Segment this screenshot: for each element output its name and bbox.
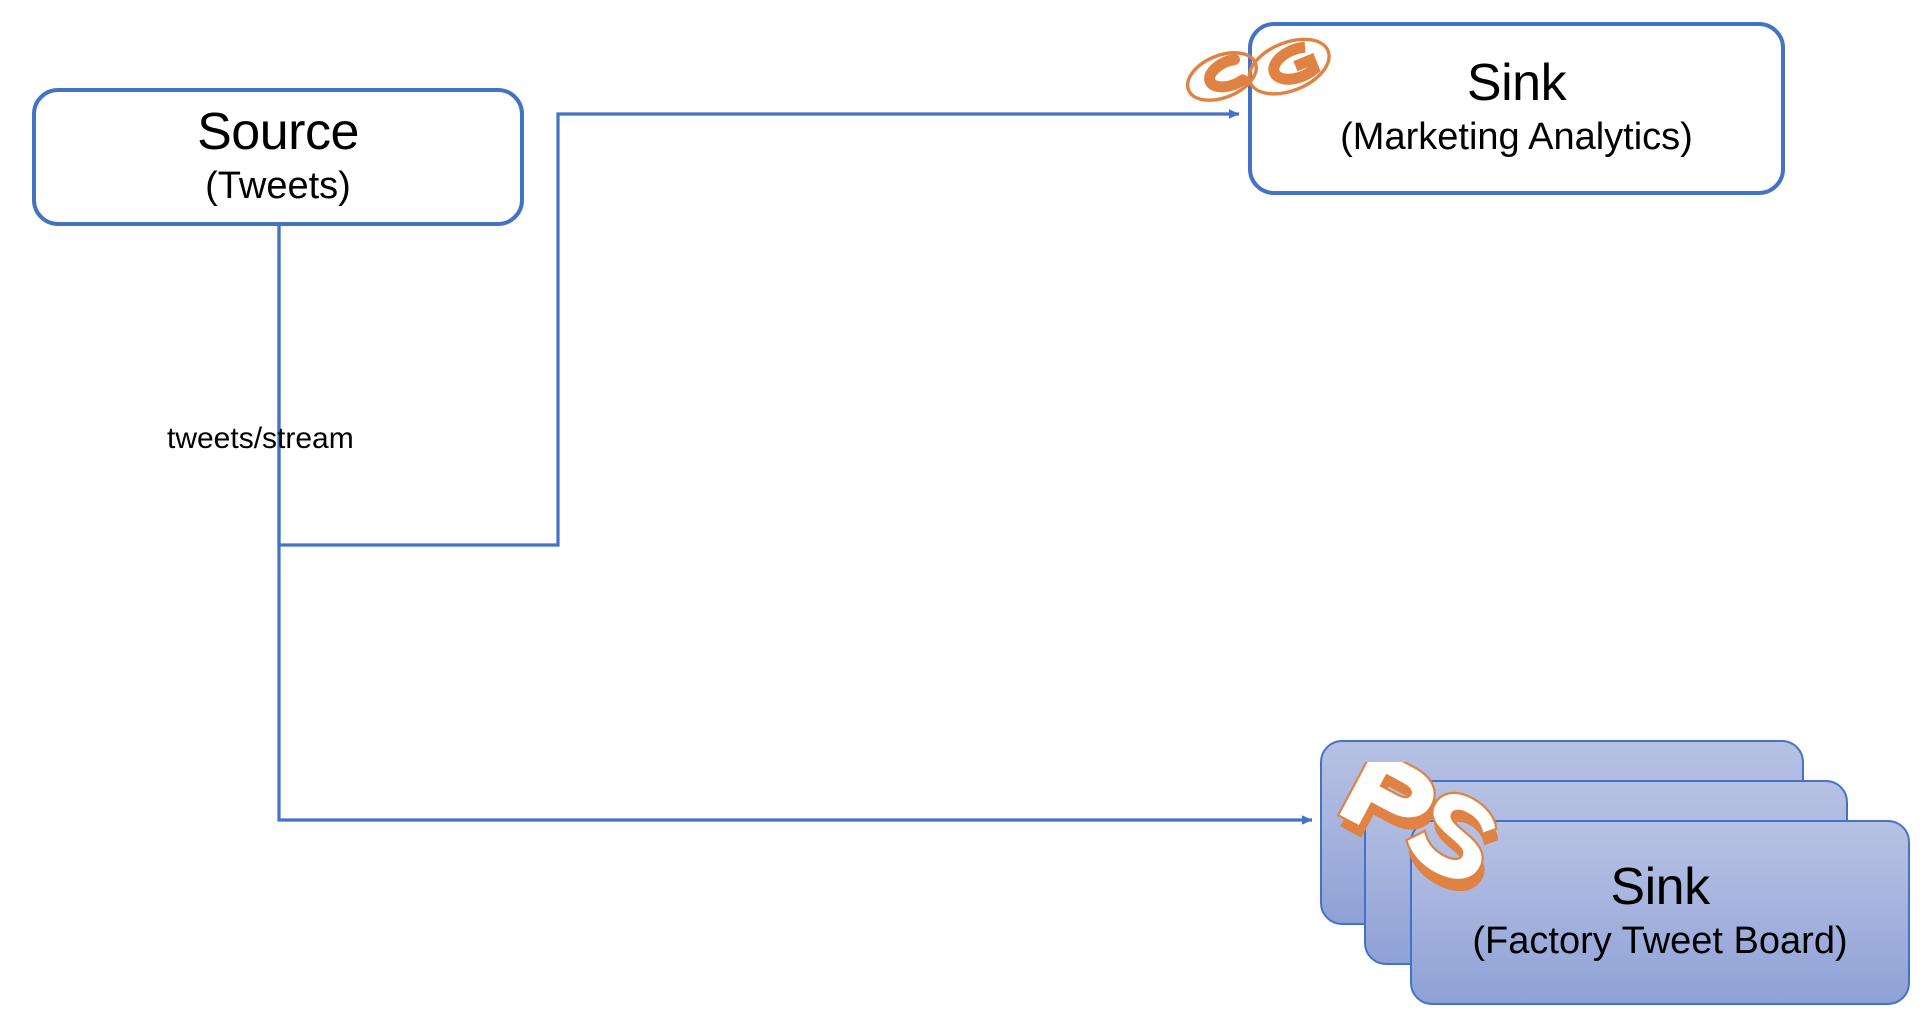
node-source[interactable]: Source (Tweets) xyxy=(32,88,524,226)
node-sink-board[interactable]: Sink (Factory Tweet Board) xyxy=(1320,740,1924,1005)
node-sink-marketing[interactable]: Sink (Marketing Analytics) xyxy=(1248,22,1785,195)
sink-board-stack-card-front[interactable]: Sink (Factory Tweet Board) xyxy=(1410,820,1910,1005)
node-sink-board-title: Sink xyxy=(1610,858,1710,917)
node-sink-marketing-subtitle: (Marketing Analytics) xyxy=(1340,116,1693,158)
node-source-subtitle: (Tweets) xyxy=(205,164,351,207)
node-source-title: Source xyxy=(197,102,359,161)
edge-label-tweets-stream: tweets/stream xyxy=(167,422,354,455)
edge-source-to-board-path xyxy=(277,226,1313,825)
node-sink-board-subtitle: (Factory Tweet Board) xyxy=(1472,920,1848,962)
node-sink-marketing-title: Sink xyxy=(1466,54,1567,113)
